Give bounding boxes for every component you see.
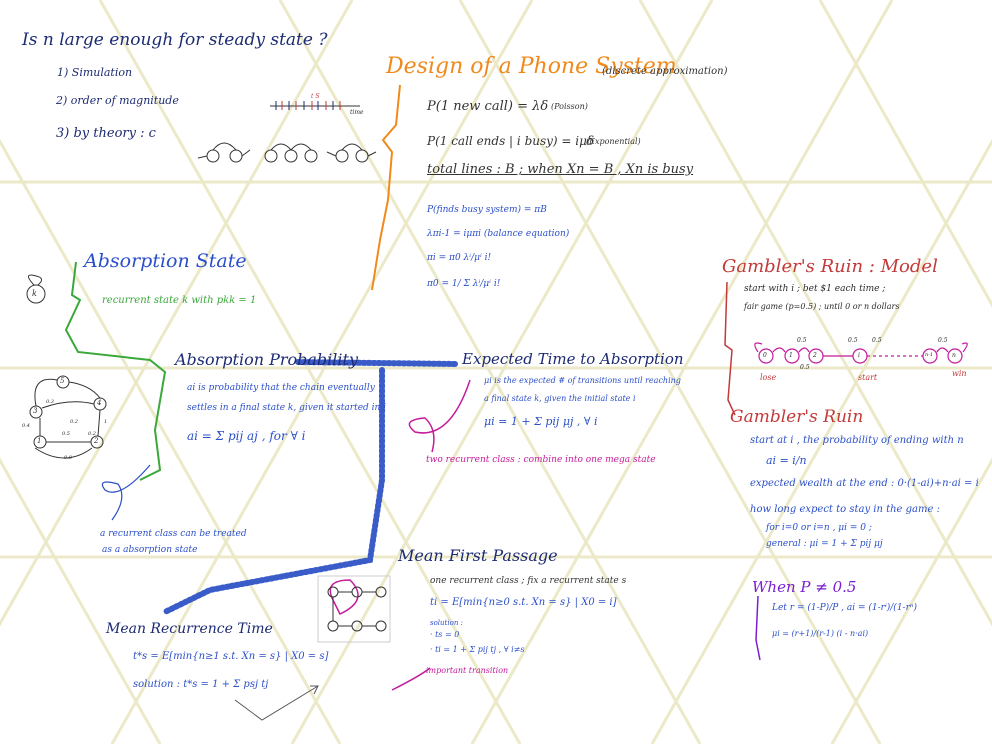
- phone-bullet-1: P(finds busy system) = πB: [427, 205, 547, 215]
- gambler-node-2: 2: [813, 352, 817, 359]
- phone-p-call-ends-note: (Exponential): [586, 137, 641, 146]
- phone-p-call-ends: P(1 call ends | i busy) = iμδ: [427, 134, 595, 148]
- mean-first-passage-line-1: one recurrent class ; fix a recurrent st…: [430, 576, 627, 586]
- gambler-ruin-bullet-3-line-3: general : μi = 1 + Σ pij μj: [766, 539, 883, 549]
- phone-bullet-3: πi = π0 λⁱ/μⁱ i!: [427, 253, 492, 263]
- gambler-label-lose: lose: [760, 373, 777, 382]
- gambler-node-n-1: n-1: [925, 352, 934, 358]
- gambler-prob-2: 0.5: [800, 364, 810, 371]
- steady-question: Is n large enough for steady state ?: [22, 30, 328, 50]
- absorption-probability-text-2: settles in a final state k, given it sta…: [187, 403, 387, 413]
- recurrence-arrow: [234, 685, 319, 721]
- gambler-chain: [754, 342, 968, 364]
- expected-time-formula: μi = 1 + Σ pij μj , ∀ i: [484, 415, 598, 428]
- gambler-ruin-bullet-1: start at i , the probability of ending w…: [750, 435, 964, 446]
- phone-p-new-call: P(1 new call) = λδ: [427, 99, 549, 114]
- gambler-model-line-2: fair game (p=0.5) ; until 0 or n dollars: [744, 302, 900, 311]
- graph-node-3: 3: [33, 407, 38, 415]
- gambler-label-start: start: [858, 373, 878, 382]
- expected-time-text-2: a final state k, given the initial state…: [484, 394, 636, 403]
- mean-first-passage-formula: ti = E[min{n≥0 s.t. Xn = s} | X0 = i]: [430, 597, 617, 608]
- steady-item-1: 1) Simulation: [57, 66, 133, 79]
- gambler-node-i: i: [858, 352, 860, 359]
- gambler-ruin-bullet-2: expected wealth at the end : 0·(1-ai)+n·…: [750, 478, 979, 489]
- graph-edge-4: 0.4: [22, 423, 30, 429]
- phone-title: Design of a Phone System: [386, 54, 677, 79]
- timeline-mark: t S: [311, 93, 320, 100]
- blue-connector: [162, 359, 458, 615]
- gambler-ruin-bullet-3-line-2: for i=0 or i=n , μi = 0 ;: [766, 523, 872, 533]
- absorption-probability-note-2: as a absorption state: [102, 545, 198, 555]
- mean-first-passage-solution: solution :: [430, 619, 463, 627]
- gambler-prob-3: 0.5: [848, 337, 858, 344]
- phone-bracket: [371, 84, 401, 291]
- graph-edge-5: 0.2: [88, 431, 96, 437]
- gambler-label-win: win: [952, 369, 967, 378]
- absorption-probability-formula: ai = Σ pij aj , for ∀ i: [187, 429, 306, 443]
- gambler-ruin-bullet-1-formula: ai = i/n: [766, 454, 807, 467]
- mean-first-passage-sol-2: · ti = 1 + Σ pij tj , ∀ i≠s: [430, 645, 525, 654]
- chain-sketches: [197, 142, 377, 163]
- gambler-ruin-title: Gambler's Ruin: [730, 407, 864, 427]
- absorption-bracket: [64, 261, 167, 481]
- timeline-sketch: [270, 101, 360, 110]
- gambler-model-title: Gambler's Ruin : Model: [722, 256, 938, 277]
- when-p-line-2: μi = (r+1)/(r-1) (i - n·ai): [772, 629, 869, 638]
- phone-bullet-2: λπi-1 = iμπi (balance equation): [427, 229, 570, 239]
- absorption-probability-note-1: a recurrent class can be treated: [100, 529, 247, 539]
- graph-node-2: 2: [94, 437, 99, 445]
- gambler-node-n: n: [952, 352, 956, 359]
- gambler-node-1: 1: [789, 352, 793, 359]
- expected-time-note: two recurrent class : combine into one m…: [426, 455, 656, 465]
- absorption-state-title: Absorption State: [84, 250, 247, 272]
- graph-edge-1: 0.3: [46, 399, 54, 405]
- phone-p-new-call-note: (Poisson): [551, 102, 588, 111]
- steady-item-2: 2) order of magnitude: [56, 94, 179, 107]
- when-p-title: When P ≠ 0.5: [752, 578, 857, 596]
- absorption-node-label: k: [32, 289, 37, 298]
- mean-first-passage-note: important transition: [426, 666, 509, 675]
- gambler-node-0: 0: [763, 352, 767, 359]
- when-p-line-1: Let r = (1-P)/P , ai = (1-rⁱ)/(1-rⁿ): [772, 603, 918, 613]
- first-passage-diagram: [317, 575, 391, 643]
- graph-edge-3: 0.2: [70, 419, 78, 425]
- mean-recurrence-solution: solution : t*s = 1 + Σ psj tj: [133, 679, 269, 690]
- absorption-probability-text-1: ai is probability that the chain eventua…: [187, 383, 375, 393]
- magenta-curves: [329, 379, 471, 691]
- gambler-ruin-bullet-3: how long expect to stay in the game :: [750, 504, 940, 515]
- gambler-prob-1: 0.5: [797, 337, 807, 344]
- steady-item-3: 3) by theory : c: [56, 126, 156, 141]
- phone-subtitle: (discrete approximation): [602, 66, 728, 77]
- graph-edge-7: 1: [104, 419, 108, 425]
- mean-first-passage-sol-1: · ts = 0: [430, 630, 460, 639]
- graph-edge-6: 0.8: [64, 455, 72, 461]
- expected-time-text-1: μi is the expected # of transitions unti…: [484, 376, 681, 385]
- gambler-model-line-1: start with i ; bet $1 each time ;: [744, 284, 886, 294]
- phone-total-lines: total lines : B ; when Xn = B , Xn is bu…: [427, 162, 694, 177]
- mean-recurrence-title: Mean Recurrence Time: [106, 621, 273, 637]
- phone-bullet-4: π0 = 1/ Σ λⁱ/μⁱ i!: [427, 279, 501, 289]
- absorption-graph: [29, 375, 107, 459]
- red-bracket: [724, 281, 736, 416]
- mean-first-passage-title: Mean First Passage: [398, 546, 558, 565]
- graph-node-4: 4: [97, 399, 102, 407]
- timeline-label: time: [350, 109, 364, 116]
- absorption-probability-title: Absorption Probability: [175, 350, 358, 369]
- graph-node-1: 1: [37, 437, 42, 445]
- violet-bracket: [755, 595, 761, 661]
- gambler-prob-5: 0.5: [938, 337, 948, 344]
- gambler-prob-4: 0.5: [872, 337, 882, 344]
- absorption-state-text: recurrent state k with pkk = 1: [102, 295, 257, 306]
- graph-node-5: 5: [60, 377, 65, 385]
- expected-time-title: Expected Time to Absorption: [462, 350, 684, 368]
- mean-recurrence-formula: t*s = E[min{n≥1 s.t. Xn = s} | X0 = s]: [133, 651, 329, 662]
- blue-curl: [101, 464, 151, 521]
- absorption-self-loop: [26, 274, 46, 304]
- graph-edge-2: 0.5: [62, 431, 70, 437]
